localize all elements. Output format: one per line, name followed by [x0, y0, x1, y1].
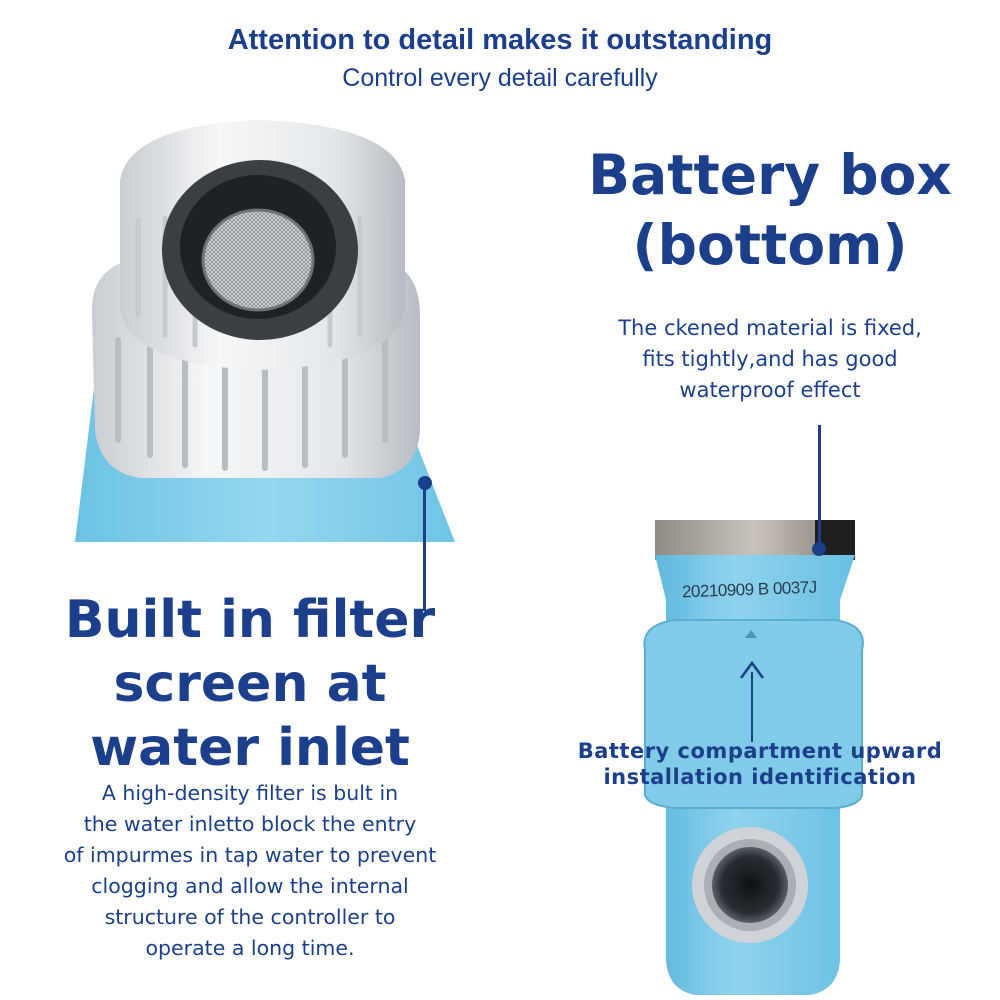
battery-compartment-cover — [643, 619, 864, 809]
compartment-label-line1: Battery compartment upward — [577, 739, 943, 763]
filter-desc-line3: of impurmes in tap water to prevent — [63, 843, 437, 867]
filter-title: Built in filter screen at water inlet — [20, 588, 480, 780]
compartment-label: Battery compartment upward installation … — [545, 738, 975, 790]
battery-box-desc-line1: The ckened material is fixed, — [618, 316, 922, 340]
battery-box-description: The ckened material is fixed, fits tight… — [520, 313, 1000, 406]
battery-box-title: Battery box (bottom) — [520, 140, 1000, 280]
filter-desc-line6: operate a long time. — [145, 936, 355, 960]
up-arrow-shaft — [751, 672, 753, 742]
filter-desc-line2: the water inletto block the entry — [83, 812, 417, 836]
battery-leader-dot — [812, 542, 826, 556]
battery-box-title-line2: (bottom) — [632, 213, 908, 277]
subheadline: Control every detail carefully — [342, 64, 658, 92]
filter-title-line3: water inlet — [90, 718, 410, 778]
filter-leader-line — [423, 483, 426, 611]
up-arrow-icon — [739, 660, 765, 679]
battery-box-desc-line3: waterproof effect — [679, 378, 861, 402]
filter-leader-dot — [418, 476, 432, 490]
filter-desc-line5: structure of the controller to — [104, 905, 396, 929]
filter-inlet-photo — [75, 120, 455, 542]
battery-box-photo — [643, 520, 864, 995]
battery-box-title-line1: Battery box — [588, 143, 952, 207]
battery-leader-line — [818, 425, 821, 545]
headline: Attention to detail makes it outstanding — [227, 24, 773, 56]
battery-box-desc-line2: fits tightly,and has good — [642, 347, 898, 371]
filter-title-line1: Built in filter — [64, 590, 436, 650]
filter-desc-line4: clogging and allow the internal — [91, 874, 409, 898]
filter-description: A high-density filter is bult in the wat… — [30, 778, 470, 964]
filter-screen — [203, 210, 313, 310]
filter-desc-line1: A high-density filter is bult in — [101, 781, 399, 805]
filter-title-line2: screen at — [113, 654, 387, 714]
compartment-label-line2: installation identification — [603, 765, 917, 789]
upward-triangle-icon — [745, 630, 757, 638]
